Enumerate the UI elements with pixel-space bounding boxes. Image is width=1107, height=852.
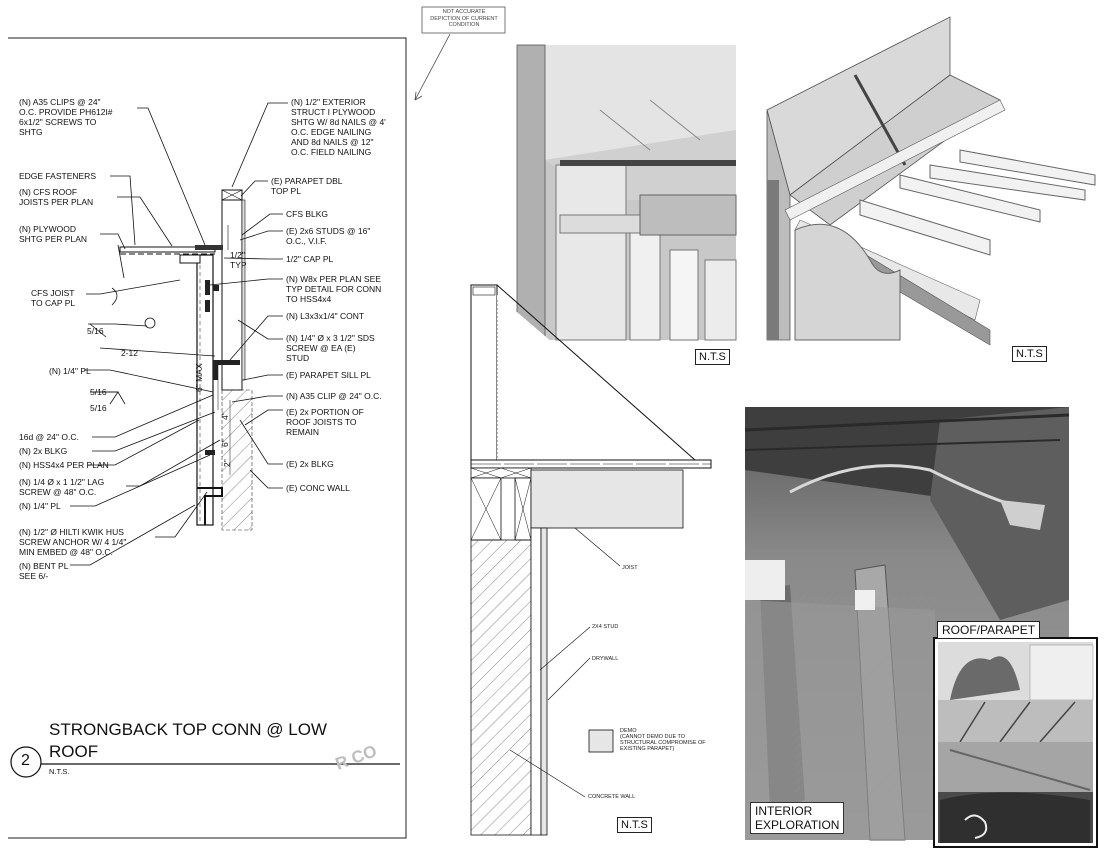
note-1-4-pl-lower: (N) 1/4" PL: [19, 501, 61, 511]
note-1-4-pl-upper: (N) 1/4" PL: [49, 366, 91, 376]
dim-2: 2": [222, 459, 232, 467]
note-hilti-anchor: (N) 1/2" Ø HILTI KWIK HUS SCREW ANCHOR W…: [19, 527, 127, 557]
disclaimer-note: NOT ACCURATE DEPICTION OF CURRENT CONDIT…: [430, 9, 498, 28]
dim-6: 6": [220, 439, 230, 447]
section-label-joist: JOIST: [622, 565, 638, 571]
render-parapet-exterior: [766, 16, 1096, 346]
photo-roof-parapet: [933, 637, 1098, 848]
note-conc-wall: (E) CONC WALL: [286, 483, 350, 493]
caption-roof-parapet: ROOF/PARAPET: [937, 621, 1041, 639]
note-cfs-roof-joists: (N) CFS ROOF JOISTS PER PLAN: [19, 187, 94, 207]
note-a35-clips: (N) A35 CLIPS @ 24" O.C. PROVIDE PH612I#…: [19, 97, 113, 137]
note-roof-joists-remain: (E) 2x PORTION OF ROOF JOISTS TO REMAIN: [286, 407, 364, 437]
weld-2-12: 2-12: [121, 348, 139, 358]
detail-title-line1: STRONGBACK TOP CONN @ LOW: [49, 720, 327, 739]
render-1-scale: N.T.S: [695, 349, 730, 365]
render-parapet-interior: [516, 44, 737, 341]
dim-6-max: 6" MAX: [194, 363, 204, 392]
note-a35-clip: (N) A35 CLIP @ 24" O.C.: [286, 391, 382, 401]
note-hss4x4: (N) HSS4x4 PER PLAN: [19, 460, 109, 470]
disclaimer-arrow: [414, 6, 506, 101]
note-2x-blkg-existing: (E) 2x BLKG: [286, 459, 334, 469]
note-w8x: (N) W8x PER PLAN SEE TYP DETAIL FOR CONN…: [286, 274, 382, 304]
detail-sheet-border: [8, 37, 407, 839]
dim-4: 4": [220, 412, 230, 420]
detail-title-line2: ROOF: [49, 742, 99, 761]
weld-5-16-c: 5/16: [90, 403, 107, 413]
note-cap-pl: 1/2" CAP PL: [286, 254, 334, 264]
right-leaders: [209, 102, 288, 489]
detail-number: 2: [21, 752, 30, 769]
note-plywood-shtg: (N) PLYWOOD SHTG PER PLAN: [19, 224, 88, 244]
note-edge-fasteners: EDGE FASTENERS: [19, 171, 96, 181]
note-bent-pl: (N) BENT PL SEE 6/-: [19, 561, 69, 581]
section-label-stud: 2X4 STUD: [592, 624, 619, 630]
dim-typ: 1/2" TYP: [230, 250, 247, 270]
note-parapet-dbl-top-pl: (E) PARAPET DBL TOP PL: [271, 176, 343, 196]
note-16d: 16d @ 24" O.C.: [19, 432, 79, 442]
section-label-drywall: DRYWALL: [592, 656, 619, 662]
note-cfs-blkg: CFS BLKG: [286, 209, 329, 219]
note-exterior-plywood: (N) 1/2" EXTERIOR STRUCT I PLYWOOD SHTG …: [291, 97, 386, 157]
weld-5-16-a: 5/16: [87, 326, 104, 336]
caption-interior-exploration: INTERIOR EXPLORATION: [750, 802, 845, 834]
section-legend-demo: DEMO (CANNOT DEMO DUE TO STRUCTURAL COMP…: [620, 728, 706, 752]
weld-5-16-b: 5/16: [90, 387, 107, 397]
note-lag-screw: (N) 1/4 Ø x 1 1/2" LAG SCREW @ 48" O.C.: [19, 477, 105, 497]
note-parapet-sill-pl: (E) PARAPET SILL PL: [286, 370, 371, 380]
left-leaders: [70, 107, 221, 566]
note-cfs-joist-cap-pl: CFS JOIST TO CAP PL: [31, 288, 76, 308]
note-2x-blkg-new: (N) 2x BLKG: [19, 446, 68, 456]
section-label-concrete: CONCRETE WALL: [588, 794, 636, 800]
detail-title-bar: [10, 746, 400, 778]
section-scale: N.T.S: [617, 817, 652, 833]
note-sds-screw: (N) 1/4" Ø x 3 1/2" SDS SCREW @ EA (E) S…: [286, 333, 375, 363]
render-2-scale: N.T.S: [1012, 346, 1047, 362]
section-drawing: [470, 284, 712, 836]
strongback-detail-drawing: [111, 189, 253, 531]
note-2x6-studs: (E) 2x6 STUDS @ 16" O.C., V.I.F.: [286, 226, 371, 246]
detail-scale: N.T.S.: [49, 767, 70, 776]
note-l3x3: (N) L3x3x1/4" CONT: [286, 311, 365, 321]
